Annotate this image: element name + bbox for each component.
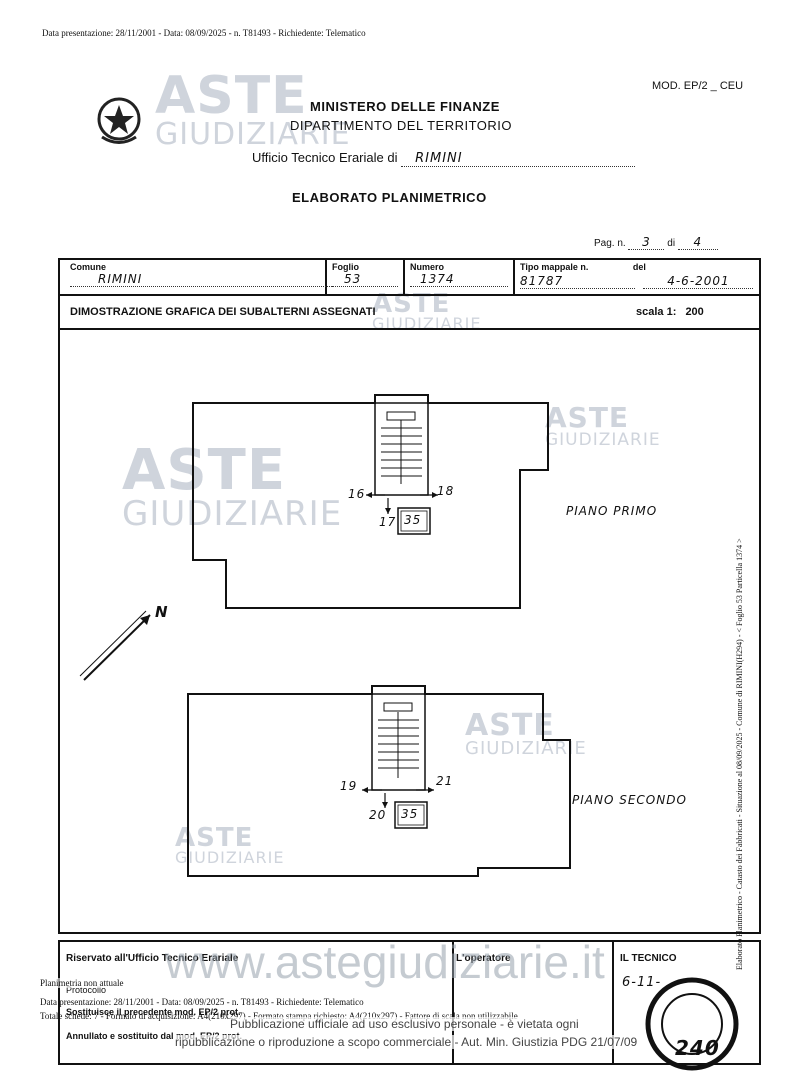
watermark-word-giudiziarie: GIUDIZIARIE (122, 494, 343, 534)
notice-line-1: Pubblicazione ufficiale ad uso esclusivo… (230, 1017, 579, 1031)
floor1-label: PIANO PRIMO (566, 504, 658, 518)
annullato-label: Annullato e sostituito dal mod. EP/2 pro… (66, 1031, 243, 1041)
del-value: 4-6-2001 (643, 274, 754, 289)
watermark-word-aste: ASTE (155, 66, 308, 126)
foglio-label: Foglio (332, 262, 359, 272)
north-arrow-icon (79, 610, 151, 681)
watermark-logo-lower-right: ASTE GIUDIZIARIE (465, 708, 587, 759)
del-label: del (632, 262, 646, 272)
tecnico-label: IL TECNICO (620, 953, 677, 964)
watermark-word-giudiziarie: GIUDIZIARIE (175, 848, 285, 867)
floor1-box-label: 35 (404, 513, 422, 527)
sostituisce-label: Sostituisce il precedente mod. EP/2 prot… (66, 1007, 241, 1017)
protocollo-label: Protocollo (66, 985, 107, 995)
scale-value: 200 (685, 306, 704, 318)
field-tipo-mappale: Tipo mappale n. del 81787 4-6-2001 (520, 262, 755, 290)
floor1-outline (192, 394, 549, 609)
tipo-value: 81787 (520, 274, 635, 289)
overlay-planimetria: Planimetria non attuale (40, 978, 124, 988)
floor1-stairwell (374, 402, 429, 496)
scale-label: scala 1: (636, 306, 677, 318)
floor-plans-drawing (79, 394, 571, 877)
tecnico-date: 6-11- (622, 975, 662, 990)
floor2-sub-left: 19 (340, 779, 358, 793)
watermark-word-giudiziarie: GIUDIZIARIE (465, 738, 587, 759)
page-num: 3 (628, 235, 665, 250)
comune-label: Comune (70, 262, 106, 272)
numero-value: 1374 (410, 272, 508, 287)
section-title: DIMOSTRAZIONE GRAFICA DEI SUBALTERNI ASS… (70, 306, 376, 318)
floor2-sub-right: 21 (436, 774, 454, 788)
republic-emblem-icon (97, 97, 141, 144)
floor2-outline (187, 685, 571, 877)
floor2-box (394, 801, 428, 829)
floor1-sub-left: 16 (348, 487, 366, 501)
watermark-word-aste: ASTE (465, 708, 555, 743)
comune-value: RIMINI (70, 272, 332, 287)
watermark-word-aste: ASTE (122, 438, 287, 503)
north-label: N (155, 603, 169, 621)
floor2-box-label: 35 (401, 807, 419, 821)
mod-code: MOD. EP/2 _ CEU (652, 80, 744, 92)
field-numero: Numero 1374 (410, 262, 508, 287)
floor2-stairwell (371, 693, 426, 791)
document-title: ELABORATO PLANIMETRICO (292, 190, 487, 205)
page-number: Pag. n. 3 di 4 (594, 235, 718, 250)
page-total: 4 (677, 235, 718, 250)
stamp-seal-icon (645, 977, 739, 1071)
foglio-value: 53 (332, 272, 398, 287)
watermark-word-giudiziarie: GIUDIZIARIE (372, 314, 482, 333)
office-label: Ufficio Tecnico Erariale di (252, 150, 398, 165)
watermark-word-giudiziarie: GIUDIZIARIE (155, 117, 351, 152)
notice-line-2: ripubblicazione o riproduzione a scopo c… (175, 1035, 638, 1049)
watermark-word-giudiziarie: GIUDIZIARIE (545, 430, 661, 450)
ministry-title: MINISTERO DELLE FINANZE (310, 99, 500, 114)
footer-table (58, 940, 761, 1065)
page-label: Pag. n. (594, 238, 626, 249)
field-foglio: Foglio 53 (332, 262, 398, 287)
office-line: Ufficio Tecnico Erariale di RIMINI (252, 150, 644, 167)
tipo-label: Tipo mappale n. (520, 262, 589, 272)
office-city: RIMINI (401, 151, 636, 167)
floor1-box (397, 507, 431, 535)
overlay-totale: Totale schede: 7 - Formato di acquisizio… (40, 1011, 518, 1021)
scale: scala 1: 200 (636, 306, 704, 318)
operatore-label: L'operatore (456, 953, 511, 964)
floor1-sub-right: 18 (437, 484, 455, 498)
floor2-label: PIANO SECONDO (572, 793, 687, 807)
presentation-header: Data presentazione: 28/11/2001 - Data: 0… (42, 28, 366, 38)
floor2-sub-bottom: 20 (369, 808, 387, 822)
numero-label: Numero (410, 262, 445, 272)
field-comune: Comune RIMINI (70, 262, 332, 287)
department-title: DIPARTIMENTO DEL TERRITORIO (290, 118, 513, 133)
watermark-logo-mid-left: ASTE GIUDIZIARIE (122, 438, 343, 534)
website-watermark: www.astegiudiziarie.it (165, 936, 605, 988)
side-vertical-text: Elaborato Planimetrico - Catasto dei Fab… (735, 538, 744, 970)
watermark-logo-top: ASTE GIUDIZIARIE (155, 66, 351, 152)
floor1-sub-bottom: 17 (379, 515, 397, 529)
planimetric-form (58, 258, 761, 934)
watermark-word-aste: ASTE (545, 401, 630, 434)
stamp-number: 240 (675, 1036, 720, 1060)
page-of-label: di (667, 238, 676, 249)
watermark-logo-right: ASTE GIUDIZIARIE (545, 401, 661, 450)
reserved-label: Riservato all'Ufficio Tecnico Erariale (66, 953, 239, 964)
overlay-data: Data presentazione: 28/11/2001 - Data: 0… (40, 997, 364, 1007)
